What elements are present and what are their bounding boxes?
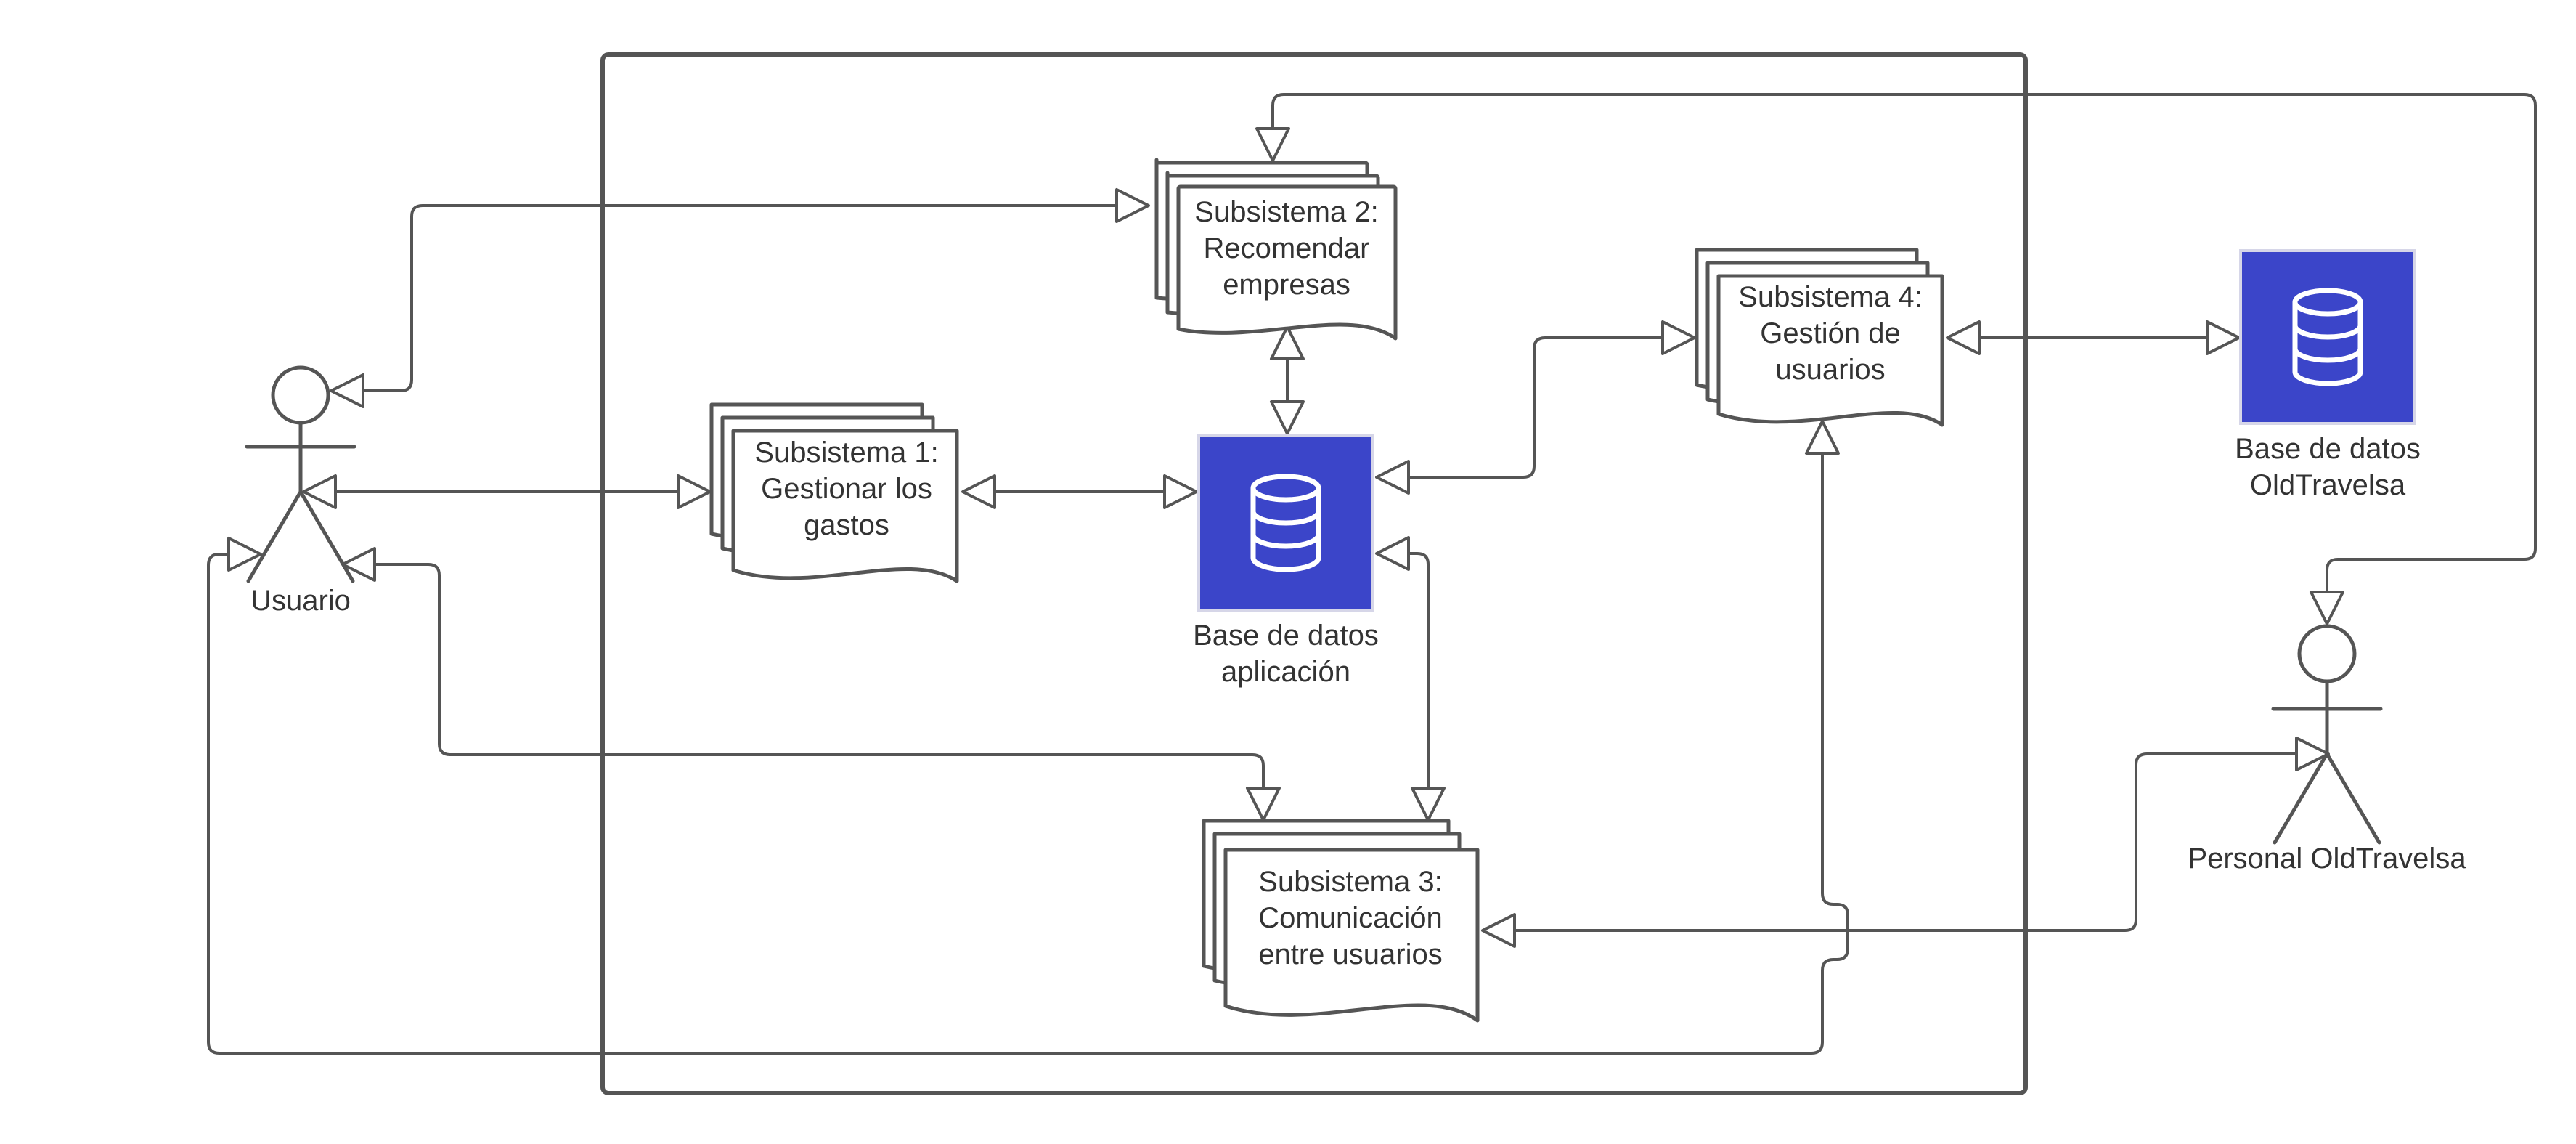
document-icon bbox=[1716, 274, 1944, 427]
document-icon bbox=[1223, 848, 1480, 1023]
connectors bbox=[207, 93, 2537, 1055]
subsystem-1-line-2: Gestionar los bbox=[761, 473, 932, 505]
arrowhead-left bbox=[341, 547, 376, 582]
edge-db-s4 bbox=[1409, 336, 1663, 479]
edge-db-s3 bbox=[1409, 552, 1430, 788]
database-app-line-2: aplicación bbox=[1221, 656, 1350, 688]
actor-usuario[interactable]: Usuario bbox=[245, 365, 356, 617]
stick-figure-actor-icon bbox=[2271, 624, 2383, 845]
actor-personal-oldtravelsa[interactable]: Personal OldTravelsa bbox=[2188, 624, 2466, 875]
arrowhead-right bbox=[1661, 320, 1696, 355]
database-app-line-1: Base de datos bbox=[1193, 620, 1379, 652]
arrowhead-right bbox=[2295, 737, 2330, 771]
arrowhead-down bbox=[1255, 127, 1290, 162]
arrowhead-down bbox=[1246, 787, 1281, 822]
edge-usuario-s4 bbox=[207, 453, 1849, 1055]
database-cylinder-icon bbox=[2292, 288, 2363, 386]
arrowhead-right bbox=[677, 474, 712, 509]
subsystem-2-line-2: Recomendar bbox=[1203, 232, 1369, 264]
edge-personal-s2 bbox=[1271, 93, 2537, 592]
arrowhead-down bbox=[1411, 787, 1446, 822]
stick-figure-actor-icon bbox=[245, 365, 356, 583]
actor-personal-label: Personal OldTravelsa bbox=[2188, 843, 2466, 875]
database-external-line-2: OldTravelsa bbox=[2250, 469, 2406, 501]
arrowhead-right bbox=[1115, 188, 1150, 223]
subsystem-4-line-3: usuarios bbox=[1775, 354, 1885, 386]
arrowhead-left bbox=[1375, 536, 1410, 571]
subsystem-1-line-3: gastos bbox=[804, 509, 889, 541]
database-app[interactable]: Base de datos aplicación bbox=[1193, 434, 1379, 688]
arrowhead-down bbox=[1270, 400, 1305, 435]
document-icon bbox=[731, 429, 959, 583]
system-boundary bbox=[600, 52, 2028, 1095]
database-external-line-1: Base de datos bbox=[2235, 433, 2421, 465]
actor-usuario-label: Usuario bbox=[250, 585, 351, 617]
subsystem-4[interactable]: Subsistema 4: Gestión de usuarios bbox=[1695, 248, 1944, 427]
subsystem-3-line-2: Comunicación bbox=[1258, 902, 1442, 934]
subsystem-2-line-3: empresas bbox=[1223, 269, 1350, 301]
arrowhead-right bbox=[1163, 474, 1198, 509]
subsystem-1[interactable]: Subsistema 1: Gestionar los gastos bbox=[709, 402, 959, 583]
arrowhead-up bbox=[1805, 420, 1840, 455]
subsystem-3-line-3: entre usuarios bbox=[1258, 938, 1442, 970]
edge-personal-s3 bbox=[1515, 752, 2296, 932]
arrowhead-down bbox=[2310, 591, 2344, 625]
arrowhead-right bbox=[2206, 320, 2241, 355]
subsystem-2[interactable]: Subsistema 2: Recomendar empresas bbox=[1154, 158, 1398, 341]
subsystem-4-line-1: Subsistema 4: bbox=[1738, 281, 1922, 313]
edge-usuario-s2 bbox=[363, 204, 1117, 392]
edge-usuario-s3 bbox=[375, 563, 1265, 788]
arrowhead-up bbox=[1270, 325, 1305, 360]
database-cylinder-icon bbox=[1250, 474, 1321, 572]
subsystem-3[interactable]: Subsistema 3: Comunicación entre usuario… bbox=[1202, 819, 1480, 1023]
subsystem-4-line-2: Gestión de bbox=[1760, 317, 1900, 349]
subsystem-3-line-1: Subsistema 3: bbox=[1258, 866, 1442, 898]
subsystem-1-line-1: Subsistema 1: bbox=[754, 437, 938, 468]
arrowhead-left bbox=[1946, 320, 1981, 355]
database-external[interactable]: Base de datos OldTravelsa bbox=[2235, 249, 2421, 501]
arrowhead-left bbox=[961, 474, 996, 509]
document-icon bbox=[1176, 184, 1398, 341]
arrowhead-left bbox=[330, 373, 364, 408]
arrowhead-left bbox=[1481, 913, 1516, 948]
arrowhead-right bbox=[227, 537, 262, 572]
arrowhead-left bbox=[1375, 460, 1410, 495]
arrowhead-left bbox=[302, 474, 337, 509]
subsystem-2-line-1: Subsistema 2: bbox=[1194, 196, 1378, 228]
